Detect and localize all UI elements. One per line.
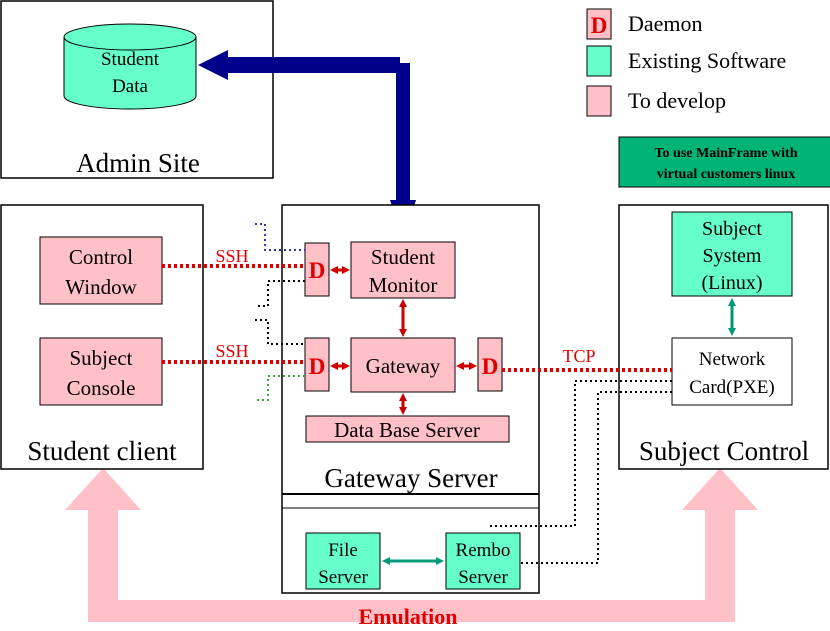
admin-site-title: Admin Site [76,148,200,178]
connector-black-2 [255,319,305,345]
daemon-d3 [477,337,503,392]
daemon-d1 [304,242,330,297]
subject-control-title: Subject Control [639,436,809,466]
subject-console-line1: Subject [70,346,133,370]
subject-system-line3: (Linux) [701,272,762,294]
gateway-label: Gateway [366,354,441,378]
network-card-line1: Network [699,349,766,370]
database-server-box [305,415,510,443]
navy-data-arrow [198,50,416,240]
database-server-label: Data Base Server [334,418,480,442]
student-monitor-box [350,241,456,299]
control-window-line2: Window [65,275,137,299]
legend-daemon-swatch [586,8,612,40]
student-client-title: Student client [27,436,177,466]
legend-daemon-glyph: D [591,13,608,38]
legend-develop-swatch [586,85,612,117]
control-window-line1: Control [69,245,133,269]
legend-daemon-label: Daemon [628,11,703,36]
rembo-server-line1: Rembo [456,540,511,561]
daemon-d2-glyph: D [309,354,326,379]
student-data-line1: Student [101,49,160,70]
mainframe-note-line2: virtual customers linux [657,167,795,182]
tcp-label: TCP [562,346,595,366]
mainframe-note-line1: To use MainFrame with [655,146,798,161]
subject-system-line1: Subject [702,218,762,240]
network-card-line2: Card(PXE) [689,377,774,398]
student-data-line2: Data [112,76,148,97]
file-server-line1: File [328,540,358,561]
network-card-box [671,337,793,406]
file-server-line2: Server [318,567,368,588]
rembo-server-line2: Server [458,567,508,588]
emulation-arrow [65,468,758,622]
daemon-d2 [304,337,330,392]
subject-console-box [39,337,163,406]
subject-console-line2: Console [67,376,136,400]
ssh-label-bottom: SSH [215,341,248,361]
file-server-box [305,532,381,590]
ssh-label-top: SSH [215,246,248,266]
subject-system-line2: System [703,245,762,267]
daemon-d1-glyph: D [309,258,326,283]
gateway-server-title: Gateway Server [324,463,497,493]
control-window-box [39,236,163,305]
gateway-box [350,337,456,393]
subject-system-box [671,211,793,297]
legend-existing-label: Existing Software [628,48,786,73]
student-monitor-line1: Student [371,245,435,269]
student-monitor-line2: Monitor [369,273,438,297]
connector-blue [255,223,305,251]
student-data-cylinder [63,23,197,110]
legend-existing-swatch [586,45,612,77]
rembo-server-box [445,532,521,590]
legend-develop-label: To develop [628,88,726,113]
mainframe-note [618,136,830,188]
daemon-d3-glyph: D [482,354,499,379]
pxe-link-2 [520,391,672,564]
emulation-label: Emulation [358,604,457,629]
